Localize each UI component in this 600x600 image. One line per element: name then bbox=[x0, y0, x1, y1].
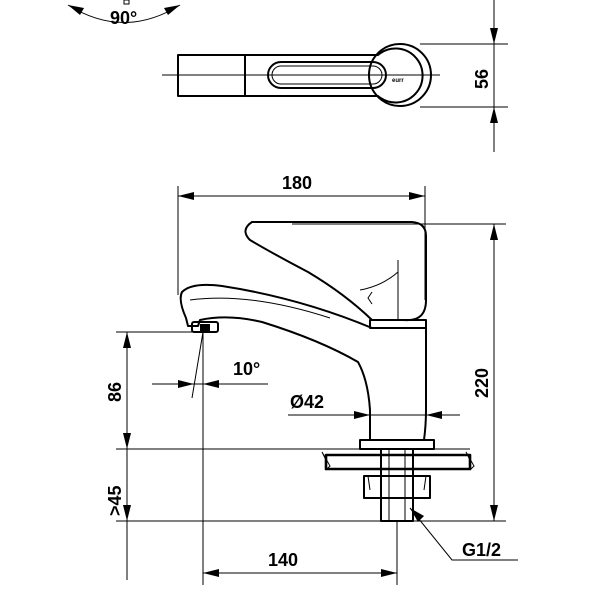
body-collar bbox=[369, 319, 427, 329]
arrow-left-icon bbox=[203, 380, 219, 388]
dim-deck-thickness: >45 bbox=[105, 485, 125, 516]
dim-spout-height: 86 bbox=[105, 382, 125, 402]
dim-body-diameter: Ø42 bbox=[290, 392, 324, 412]
plan-view: 90° eurr 56 bbox=[67, 0, 508, 152]
cap-circle bbox=[368, 43, 432, 107]
base-flange bbox=[359, 439, 435, 450]
spout-highlight bbox=[189, 297, 331, 319]
arrow-right-icon bbox=[354, 411, 370, 419]
dim-handle-depth: 56 bbox=[472, 69, 492, 89]
dim-spout-angle: 10° bbox=[233, 359, 260, 379]
arrow-right-icon bbox=[164, 5, 180, 15]
arrow-up-icon bbox=[123, 332, 131, 348]
arrow-right-icon bbox=[409, 192, 425, 200]
arrow-left-icon bbox=[203, 569, 219, 577]
tail-pipe bbox=[380, 448, 414, 522]
arrow-down-icon bbox=[490, 505, 498, 521]
dim-spout-reach: 140 bbox=[268, 550, 298, 570]
arrow-right-icon bbox=[178, 380, 194, 388]
dim-rotation-angle: 90° bbox=[110, 8, 137, 28]
arrow-down-icon bbox=[490, 28, 498, 44]
dim-thread: G1/2 bbox=[462, 540, 501, 560]
arrow-left-icon bbox=[178, 192, 194, 200]
thread-leader bbox=[409, 507, 518, 561]
lock-nut-chamfer bbox=[367, 475, 427, 491]
arrow-up-icon bbox=[490, 224, 498, 240]
arrow-up-icon bbox=[490, 107, 498, 123]
arrow-left-icon bbox=[68, 5, 84, 15]
arrow-left-icon bbox=[426, 411, 442, 419]
side-view: 180 220 bbox=[105, 173, 518, 585]
deck-break-left bbox=[321, 451, 331, 471]
dim-overall-length: 180 bbox=[282, 173, 312, 193]
angle-line bbox=[191, 331, 204, 399]
aerator-core bbox=[200, 324, 210, 332]
lever-screw-mark bbox=[367, 291, 373, 305]
handle-outline bbox=[177, 47, 424, 104]
handle-window-inner bbox=[271, 65, 383, 85]
spout-body bbox=[179, 283, 427, 441]
arrow-right-icon bbox=[381, 569, 397, 577]
dim-overall-height: 220 bbox=[472, 368, 492, 398]
arrow-down-icon bbox=[123, 505, 131, 521]
lock-nut bbox=[363, 475, 431, 499]
deck-break-right bbox=[465, 451, 475, 471]
handle-window bbox=[267, 61, 387, 89]
brand-mark: eurr bbox=[392, 78, 404, 84]
lever-inner-curve bbox=[359, 260, 399, 291]
lever-handle bbox=[244, 221, 427, 322]
leader-arrow-icon bbox=[410, 508, 424, 522]
arrow-down-icon bbox=[123, 433, 131, 449]
deck-section bbox=[324, 453, 472, 471]
arc-center-mark bbox=[123, 0, 130, 5]
